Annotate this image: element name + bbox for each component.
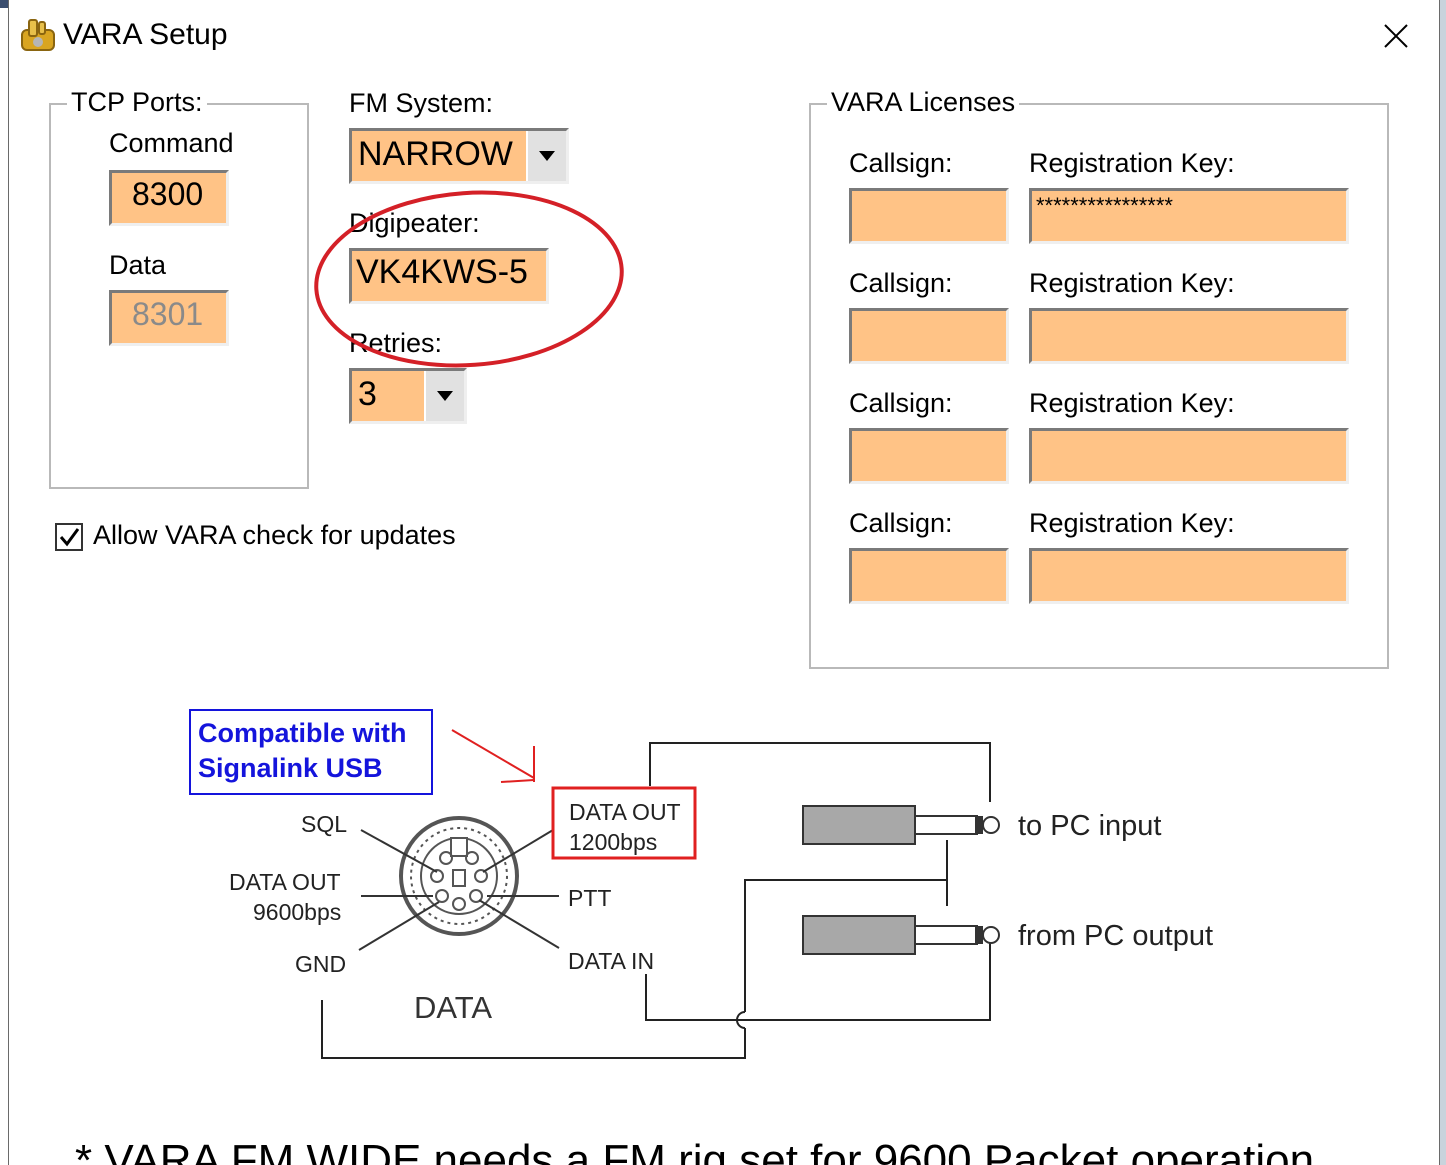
red-arrow	[451, 729, 535, 783]
gnd-label: GND	[295, 951, 346, 977]
fm-system-value: NARROW	[358, 135, 513, 173]
command-label: Command	[109, 128, 234, 158]
data-out-1200-line-1: DATA OUT	[569, 799, 681, 825]
data-in-label: DATA IN	[568, 948, 654, 974]
callsign-label-3: Callsign:	[849, 388, 953, 418]
compatible-box	[189, 709, 433, 795]
compatible-line-2: Signalink USB	[198, 753, 383, 783]
command-port-field[interactable]: 8300	[109, 170, 229, 226]
callsign-label-4: Callsign:	[849, 508, 953, 538]
callsign-field-1[interactable]	[849, 188, 1009, 244]
compatible-line-1: Compatible with	[198, 718, 407, 748]
retries-value: 3	[358, 375, 377, 413]
callsign-field-2[interactable]	[849, 308, 1009, 364]
chevron-down-icon	[539, 151, 555, 161]
registration-key-field-1[interactable]: ****************	[1029, 188, 1349, 244]
jack-to-pc-input	[802, 805, 1000, 845]
retries-label: Retries:	[349, 328, 443, 358]
fm-system-dropdown-button[interactable]	[526, 131, 566, 181]
retries-dropdown-button[interactable]	[424, 371, 464, 421]
registration-key-field-3[interactable]	[1029, 428, 1349, 484]
digipeater-field[interactable]: VK4KWS-5	[349, 248, 549, 304]
ptt-label: PTT	[568, 885, 611, 911]
checkmark-icon	[59, 528, 80, 547]
desktop-background-right	[1438, 0, 1446, 1165]
annotation-circle	[314, 190, 624, 368]
licenses-group: VARA Licenses	[809, 87, 1389, 669]
vara-setup-window: VARA Setup TCP Ports: Command 8300 Data …	[8, 0, 1440, 1165]
tcp-ports-group: TCP Ports:	[49, 87, 309, 489]
data-out-1200-box	[551, 786, 697, 860]
close-icon	[1384, 24, 1408, 48]
registration-key-label-1: Registration Key:	[1029, 148, 1235, 178]
din-connector	[399, 816, 519, 936]
footnote: * VARA FM WIDE needs a FM rig set for 96…	[75, 1136, 1315, 1165]
jack-from-pc-output	[802, 915, 1000, 955]
callsign-label-1: Callsign:	[849, 148, 953, 178]
registration-key-field-2[interactable]	[1029, 308, 1349, 364]
window-title: VARA Setup	[63, 18, 228, 51]
fm-system-label: FM System:	[349, 88, 494, 118]
connector-leader-lines	[358, 829, 560, 951]
callsign-label-2: Callsign:	[849, 268, 953, 298]
updates-checkbox[interactable]	[55, 523, 83, 551]
connector-data-label: DATA	[414, 990, 492, 1025]
licenses-legend: VARA Licenses	[827, 87, 1020, 118]
registration-key-label-4: Registration Key:	[1029, 508, 1235, 538]
data-port-field[interactable]: 8301	[109, 290, 229, 346]
wiring-diagram: Compatible with Signalink USB	[189, 709, 1213, 1059]
from-pc-output-label: from PC output	[1018, 920, 1213, 952]
vara-app-icon	[21, 19, 55, 51]
registration-key-label-2: Registration Key:	[1029, 268, 1235, 298]
sql-label: SQL	[301, 811, 347, 837]
data-out-9600-line-1: DATA OUT	[229, 869, 341, 895]
data-out-9600-line-2: 9600bps	[253, 899, 341, 925]
to-pc-input-label: to PC input	[1018, 810, 1161, 842]
close-button[interactable]	[1353, 0, 1439, 72]
digipeater-label: Digipeater:	[349, 208, 480, 238]
callsign-field-4[interactable]	[849, 548, 1009, 604]
tcp-ports-legend: TCP Ports:	[67, 87, 207, 118]
updates-label[interactable]: Allow VARA check for updates	[93, 520, 456, 550]
data-label: Data	[109, 250, 167, 280]
callsign-field-3[interactable]	[849, 428, 1009, 484]
chevron-down-icon	[437, 391, 453, 401]
registration-key-field-4[interactable]	[1029, 548, 1349, 604]
data-out-1200-line-2: 1200bps	[569, 829, 657, 855]
registration-key-label-3: Registration Key:	[1029, 388, 1235, 418]
retries-select[interactable]: 3	[349, 368, 467, 424]
title-bar: VARA Setup	[9, 0, 1439, 72]
fm-system-select[interactable]: NARROW	[349, 128, 569, 184]
wires	[321, 742, 991, 1059]
